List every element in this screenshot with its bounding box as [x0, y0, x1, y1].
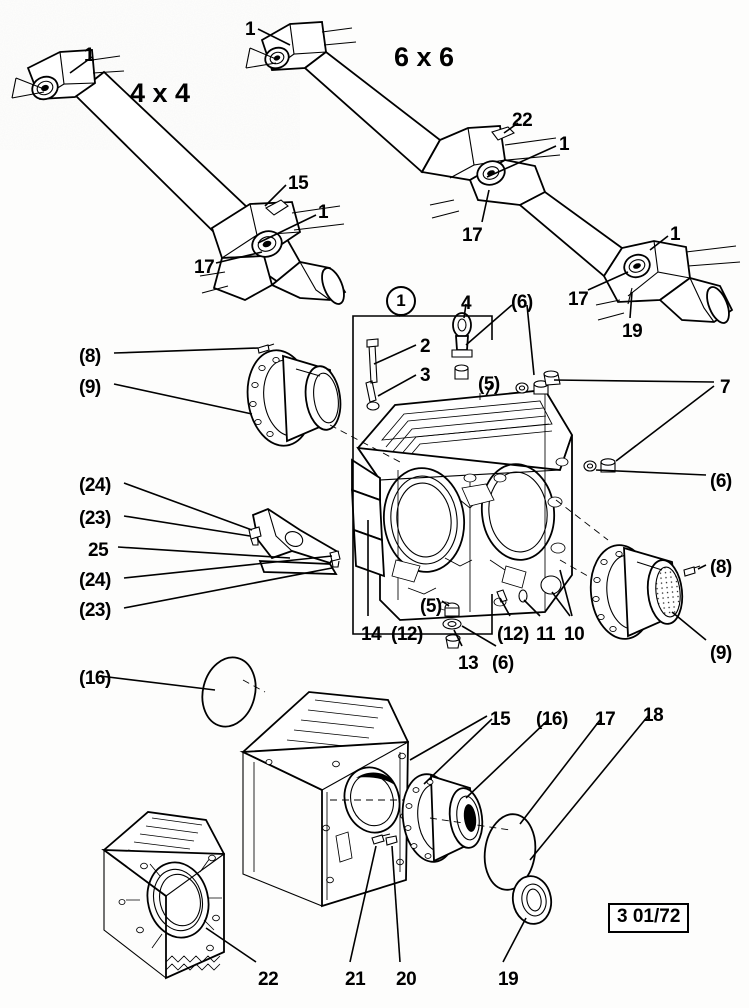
- title-6x6: 6 x 6: [394, 42, 455, 72]
- callout-23-top: (23): [79, 508, 111, 529]
- o-ring-16: [201, 656, 266, 728]
- callout-6x6-1b: 1: [559, 134, 570, 155]
- callout-18: 18: [643, 705, 664, 726]
- callout-10: 10: [564, 624, 585, 645]
- callout-5-bottom: (5): [420, 596, 442, 617]
- bearing-carrier-15: [401, 773, 511, 863]
- callout-6x6-1a: 1: [245, 19, 256, 40]
- callout-12-right: (12): [497, 624, 529, 645]
- title-4x4: 4 x 4: [130, 78, 191, 108]
- callout-6-right: (6): [710, 471, 732, 492]
- callout-6-top: (6): [511, 292, 533, 313]
- callout-6x6-1c: 1: [670, 224, 681, 245]
- seal-carrier-left: [246, 343, 342, 447]
- callout-group-1: 1: [386, 286, 416, 316]
- callout-4x4-1a: 1: [84, 45, 95, 66]
- callout-6x6-19: 19: [622, 321, 643, 342]
- callout-24-top: (24): [79, 475, 111, 496]
- callout-23-bottom: (23): [79, 600, 111, 621]
- driveshaft-4x4: [11, 49, 347, 305]
- callout-4: 4: [461, 293, 472, 314]
- callout-6x6-22: 22: [512, 110, 533, 131]
- callout-11: 11: [536, 624, 556, 645]
- driveshaft-6x6: [245, 21, 741, 324]
- callout-4x4-17: 17: [194, 257, 215, 278]
- transfer-cover-housing: [239, 691, 410, 908]
- callout-2: 2: [420, 336, 431, 357]
- leader-lines: [69, 28, 715, 963]
- callout-4x4-15: 15: [288, 173, 309, 194]
- callout-9-left: (9): [79, 377, 101, 398]
- main-housing: [329, 312, 616, 649]
- callout-13: 13: [458, 653, 479, 674]
- callout-16-left: (16): [79, 668, 111, 689]
- callout-22-lower: 22: [258, 969, 279, 990]
- callout-24-bottom: (24): [79, 570, 111, 591]
- seal-carrier-right: [589, 544, 701, 640]
- callout-8-left: (8): [79, 346, 101, 367]
- o-ring-18: [483, 813, 537, 891]
- callout-9-right: (9): [710, 643, 732, 664]
- callout-8-right: (8): [710, 557, 732, 578]
- page-code-box: 3 01/72: [608, 903, 690, 933]
- callout-7: 7: [720, 377, 731, 398]
- callout-12-left: (12): [391, 624, 423, 645]
- callout-6x6-17b: 17: [568, 289, 589, 310]
- callout-20: 20: [396, 969, 417, 990]
- callout-25: 25: [88, 540, 109, 561]
- rear-housing-22: [101, 811, 226, 980]
- callout-4x4-1b: 1: [318, 202, 329, 223]
- callout-15-lower: 15: [490, 709, 511, 730]
- callout-16-right: (16): [536, 709, 568, 730]
- callout-19-lower: 19: [498, 969, 519, 990]
- callout-14: 14: [361, 624, 382, 645]
- callout-6x6-17a: 17: [462, 225, 483, 246]
- callout-21: 21: [345, 969, 366, 990]
- seal-19: [511, 875, 553, 925]
- callout-3: 3: [420, 365, 431, 386]
- support-bracket: [248, 507, 341, 575]
- callout-6-bottom: (6): [492, 653, 514, 674]
- callout-17-lower: 17: [595, 709, 616, 730]
- callout-5-top: (5): [478, 374, 500, 395]
